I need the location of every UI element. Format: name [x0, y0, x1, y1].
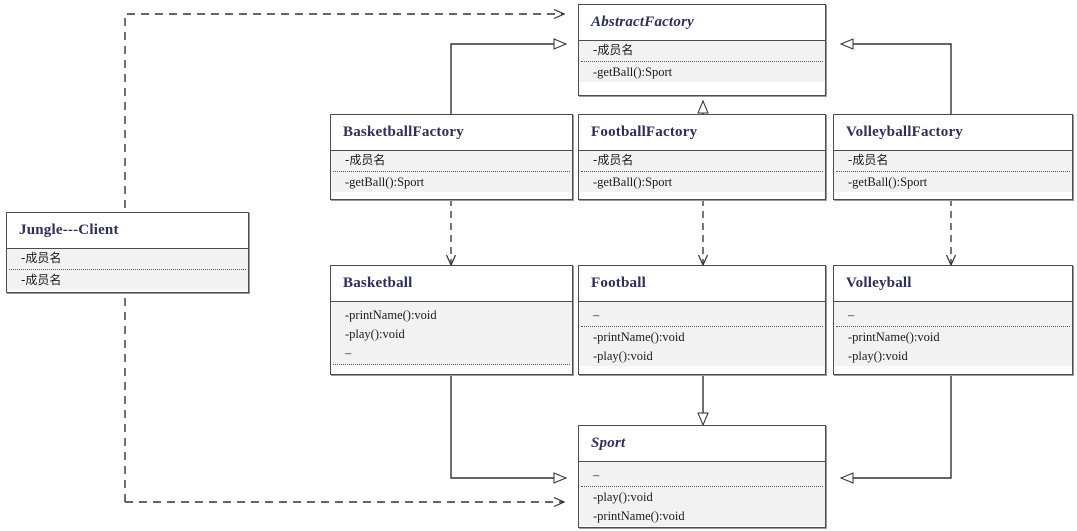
attribute-row: –: [345, 346, 352, 360]
class-box-sport[interactable]: Sport – -play():void -printName():void: [578, 425, 826, 528]
method-row: -getBall():Sport: [593, 65, 673, 79]
compartment-divider: [333, 171, 570, 172]
class-name-sport: Sport: [579, 426, 825, 462]
class-box-client[interactable]: Jungle---Client -成员名 -成员名: [6, 212, 249, 293]
attribute-row: –: [848, 308, 855, 322]
class-body-volleyball: – -printName():void -play():void: [834, 302, 1072, 366]
class-body-volleyball-factory: -成员名 -getBall():Sport: [834, 151, 1072, 192]
edge-volleyball-to-sport: [841, 375, 952, 478]
method-row: -play():void: [593, 349, 653, 363]
method-row: -play():void: [848, 349, 908, 363]
method-row: -printName():void: [593, 509, 685, 523]
class-name-football-factory: FootballFactory: [579, 115, 825, 151]
edge-volleyballfactory-to-abstractfactory: [841, 44, 952, 114]
class-body-football-factory: -成员名 -getBall():Sport: [579, 151, 825, 192]
class-name-abstract-factory: AbstractFactory: [579, 5, 825, 41]
compartment-divider: [836, 326, 1070, 327]
attribute-row: -成员名: [593, 43, 634, 57]
attribute-row: –: [593, 468, 600, 482]
class-box-volleyball-factory[interactable]: VolleyballFactory -成员名 -getBall():Sport: [833, 114, 1073, 200]
method-row: -getBall():Sport: [593, 175, 673, 189]
class-name-basketball: Basketball: [331, 266, 572, 302]
compartment-divider: [581, 61, 823, 62]
attribute-row: -成员名: [345, 153, 386, 167]
compartment-divider: [9, 269, 246, 270]
attribute-row: -成员名: [848, 153, 889, 167]
method-row: -成员名: [21, 273, 62, 287]
attribute-row: –: [593, 308, 600, 322]
class-box-abstract-factory[interactable]: AbstractFactory -成员名 -getBall():Sport: [578, 4, 826, 96]
class-body-sport: – -play():void -printName():void: [579, 462, 825, 526]
compartment-divider: [836, 171, 1070, 172]
edge-basketballfactory-to-abstractfactory: [450, 44, 566, 114]
attribute-row: -成员名: [593, 153, 634, 167]
compartment-divider: [333, 364, 570, 365]
class-name-basketball-factory: BasketballFactory: [331, 115, 572, 151]
class-box-football[interactable]: Football – -printName():void -play():voi…: [578, 265, 826, 375]
class-body-basketball-factory: -成员名 -getBall():Sport: [331, 151, 572, 192]
class-name-volleyball-factory: VolleyballFactory: [834, 115, 1072, 151]
compartment-divider: [581, 326, 823, 327]
method-row: -getBall():Sport: [345, 175, 425, 189]
class-name-client: Jungle---Client: [7, 213, 248, 249]
class-body-basketball: -printName():void -play():void –: [331, 302, 572, 365]
method-row: -play():void: [345, 327, 405, 341]
class-name-football: Football: [579, 266, 825, 302]
method-row: -play():void: [593, 490, 653, 504]
compartment-divider: [581, 486, 823, 487]
method-row: -printName():void: [848, 330, 940, 344]
class-name-volleyball: Volleyball: [834, 266, 1072, 302]
class-box-football-factory[interactable]: FootballFactory -成员名 -getBall():Sport: [578, 114, 826, 200]
class-box-basketball[interactable]: Basketball -printName():void -play():voi…: [330, 265, 573, 375]
method-row: -printName():void: [593, 330, 685, 344]
class-box-basketball-factory[interactable]: BasketballFactory -成员名 -getBall():Sport: [330, 114, 573, 200]
attribute-row: -成员名: [21, 251, 62, 265]
class-body-football: – -printName():void -play():void: [579, 302, 825, 366]
edge-basketball-to-sport: [450, 375, 566, 478]
method-row: -printName():void: [345, 308, 437, 322]
compartment-divider: [581, 171, 823, 172]
class-body-client: -成员名 -成员名: [7, 249, 248, 290]
class-box-volleyball[interactable]: Volleyball – -printName():void -play():v…: [833, 265, 1073, 375]
method-row: -getBall():Sport: [848, 175, 928, 189]
class-body-abstract-factory: -成员名 -getBall():Sport: [579, 41, 825, 82]
